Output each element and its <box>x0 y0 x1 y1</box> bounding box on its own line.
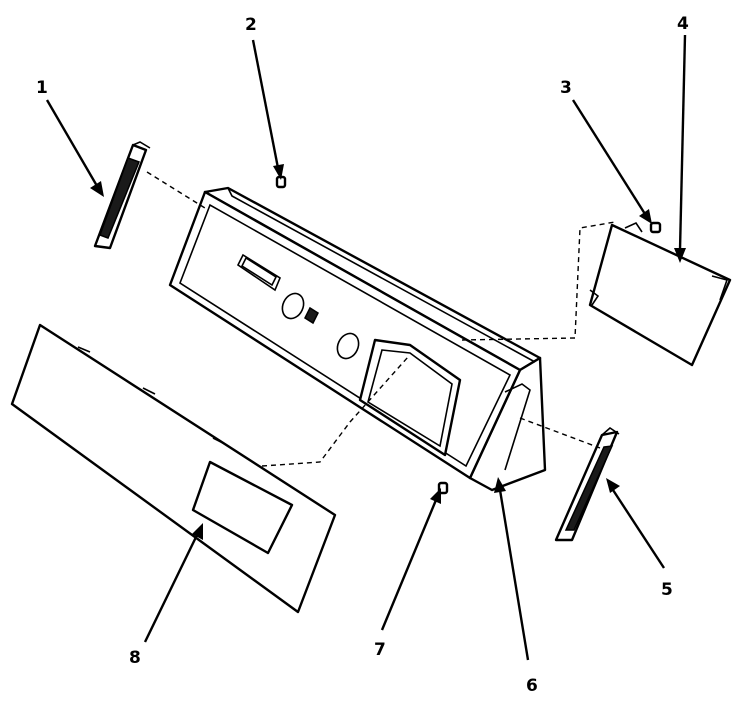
callout-5: 5 <box>661 580 673 600</box>
callout-2: 2 <box>245 15 257 35</box>
callout-6: 6 <box>526 676 538 696</box>
callout-8: 8 <box>129 648 141 668</box>
callout-3: 3 <box>560 78 572 98</box>
callout-4: 4 <box>677 14 689 34</box>
part-3-screw <box>649 221 662 234</box>
leader-lines <box>45 34 687 661</box>
part-8-overlay-panel <box>10 323 337 614</box>
callout-labels: 1 2 3 4 5 6 7 8 <box>36 14 689 696</box>
part-6-control-console <box>168 186 547 492</box>
part-1-left-end-cap <box>93 141 151 250</box>
part-4-control-board <box>588 221 732 367</box>
callout-7: 7 <box>374 640 386 660</box>
callout-1: 1 <box>36 78 48 98</box>
assembly-lines <box>146 171 616 467</box>
part-5-right-end-cap <box>554 426 620 542</box>
